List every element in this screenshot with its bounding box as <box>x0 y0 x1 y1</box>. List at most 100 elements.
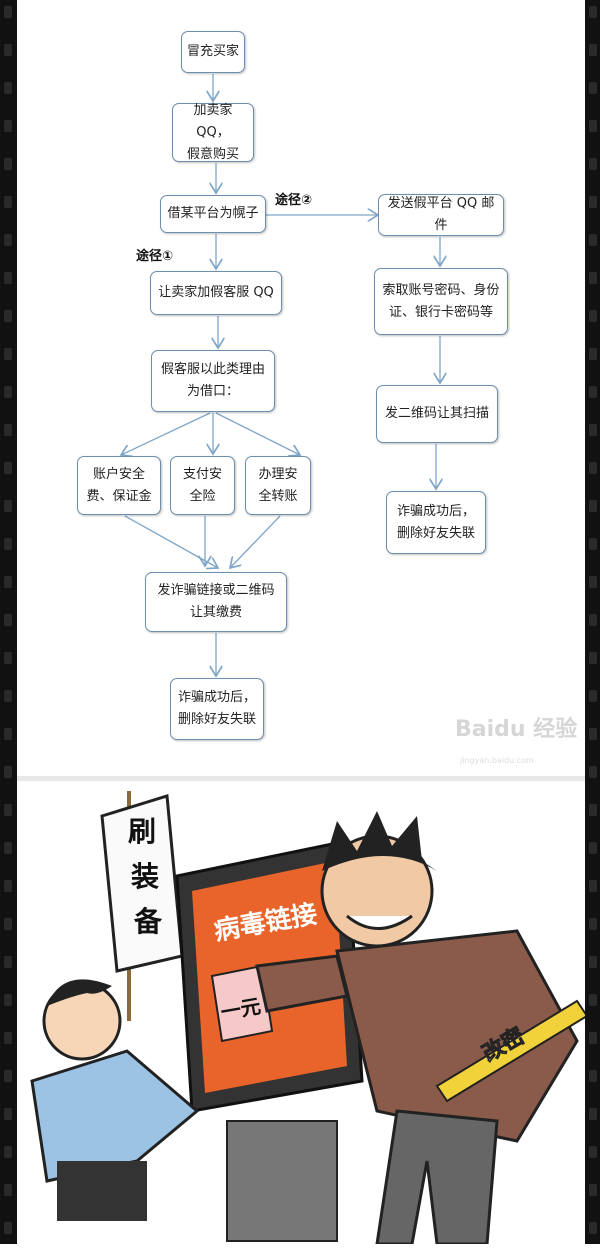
film-perforation <box>589 500 597 512</box>
film-perforation <box>589 1222 597 1234</box>
film-perforation <box>4 158 12 170</box>
route-2-label: 途径② <box>275 193 313 208</box>
node-end-right: 诈骗成功后， 删除好友失联 <box>386 491 486 554</box>
film-perforation <box>589 690 597 702</box>
film-perforation <box>589 1184 597 1196</box>
node-impersonate-buyer: 冒充买家 <box>181 31 245 73</box>
node-reason-payment-insurance: 支付安 全险 <box>170 456 235 515</box>
victim-body <box>30 1049 200 1183</box>
flowchart-panel <box>17 0 585 776</box>
film-perforation <box>4 1146 12 1158</box>
node-excuse: 假客服以此类理由 为借口： <box>151 350 275 412</box>
baidu-watermark: Baidu 经验 <box>455 717 578 742</box>
flowchart-arrows <box>17 74 585 776</box>
film-perforation <box>589 1070 597 1082</box>
film-strip-left <box>0 0 17 1244</box>
arrow <box>230 515 281 568</box>
node-fake-cs-qq: 让卖家加假客服 QQ <box>150 271 282 315</box>
scammer-legs <box>375 1109 499 1246</box>
film-perforation <box>4 956 12 968</box>
arrow <box>215 412 300 455</box>
node-reason-safe-transfer: 办理安 全转账 <box>245 456 311 515</box>
film-perforation <box>4 842 12 854</box>
film-perforation <box>4 348 12 360</box>
victim-hair <box>47 979 112 1006</box>
film-perforation <box>4 1184 12 1196</box>
sign-text-1: 刷 <box>128 815 156 848</box>
film-perforation <box>4 1222 12 1234</box>
scammer-body <box>335 929 579 1143</box>
film-perforation <box>4 234 12 246</box>
film-perforation <box>589 348 597 360</box>
film-perforation <box>4 1070 12 1082</box>
arrow <box>121 412 211 455</box>
film-perforation <box>4 386 12 398</box>
film-perforation <box>589 880 597 892</box>
film-perforation <box>589 44 597 56</box>
film-perforation <box>589 196 597 208</box>
film-perforation <box>4 576 12 588</box>
scammer-grin <box>346 914 413 930</box>
baidu-watermark-url: jingyan.baidu.com <box>460 756 534 765</box>
chair <box>57 1161 147 1221</box>
node-ask-passwords: 索取账号密码、身份 证、银行卡密码等 <box>374 268 508 335</box>
scammer-arm <box>255 954 349 1013</box>
film-perforation <box>4 1032 12 1044</box>
film-perforation <box>4 804 12 816</box>
film-perforation <box>589 6 597 18</box>
film-perforation <box>589 804 597 816</box>
film-perforation <box>4 994 12 1006</box>
film-perforation <box>589 728 597 740</box>
film-perforation <box>589 462 597 474</box>
film-perforation <box>4 728 12 740</box>
film-perforation <box>589 766 597 778</box>
film-perforation <box>589 1032 597 1044</box>
film-perforation <box>589 918 597 930</box>
node-fake-mail: 发送假平台 QQ 邮件 <box>378 194 504 236</box>
film-perforation <box>589 158 597 170</box>
film-perforation <box>589 272 597 284</box>
node-send-qr: 发二维码让其扫描 <box>376 385 498 443</box>
film-perforation <box>4 44 12 56</box>
film-perforation <box>589 576 597 588</box>
film-perforation <box>4 310 12 322</box>
film-perforation <box>4 462 12 474</box>
film-perforation <box>4 538 12 550</box>
film-perforation <box>589 120 597 132</box>
ticket <box>210 964 274 1043</box>
film-perforation <box>4 652 12 664</box>
film-perforation <box>589 956 597 968</box>
film-perforation <box>4 1108 12 1120</box>
film-perforation <box>4 918 12 930</box>
film-perforation <box>589 538 597 550</box>
cartoon-illustration: 刷 装 备 病毒链接 一元 改密 <box>17 781 589 1246</box>
sign-text-2: 装 <box>131 860 159 893</box>
film-perforation <box>589 424 597 436</box>
film-perforation <box>589 386 597 398</box>
arrow <box>124 515 218 568</box>
node-end-left: 诈骗成功后， 删除好友失联 <box>170 678 264 740</box>
film-perforation <box>4 6 12 18</box>
sign-text-3: 备 <box>133 905 163 938</box>
film-strip-right <box>585 0 600 1244</box>
film-perforation <box>589 842 597 854</box>
pc-tower <box>226 1120 338 1242</box>
film-perforation <box>4 120 12 132</box>
node-add-seller-qq: 加卖家 QQ， 假意购买 <box>172 103 254 162</box>
node-send-scam-link: 发诈骗链接或二维码 让其缴费 <box>145 572 287 632</box>
film-perforation <box>589 614 597 626</box>
film-perforation <box>4 82 12 94</box>
scammer-hair <box>322 811 437 871</box>
film-perforation <box>589 234 597 246</box>
film-perforation <box>4 196 12 208</box>
film-perforation <box>4 272 12 284</box>
film-perforation <box>4 766 12 778</box>
film-perforation <box>589 1108 597 1120</box>
film-perforation <box>589 994 597 1006</box>
film-perforation <box>589 652 597 664</box>
divider <box>17 776 585 781</box>
node-platform-pretext: 借某平台为幌子 <box>160 195 266 233</box>
film-perforation <box>4 690 12 702</box>
film-perforation <box>589 310 597 322</box>
film-perforation <box>4 614 12 626</box>
